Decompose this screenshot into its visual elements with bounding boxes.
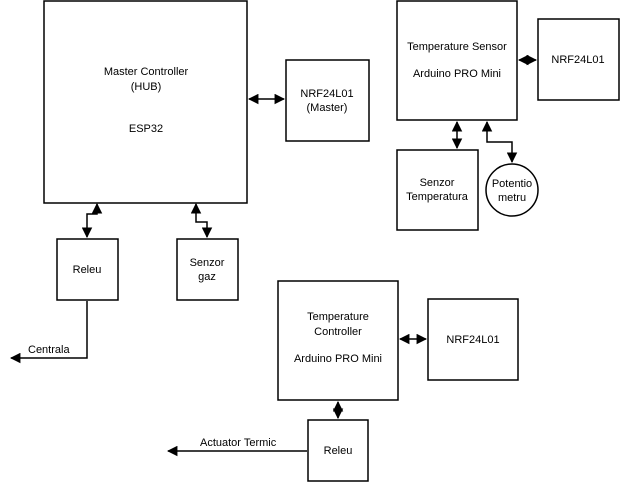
master-controller-block: Master Controller (HUB) ESP32	[43, 0, 248, 204]
master-releu-link	[81, 202, 103, 239]
senzor-temperatura-block: Senzor Temperatura	[396, 149, 479, 231]
temperature-sensor-chip: Arduino PRO Mini	[413, 68, 501, 80]
master-controller-hub: (HUB)	[131, 81, 162, 93]
nrf-master-label: NRF24L01	[300, 88, 353, 100]
nrf-master-block: NRF24L01 (Master)	[285, 59, 370, 142]
releu-bottom-block: Releu	[307, 419, 369, 482]
releu-bottom-label: Releu	[324, 445, 353, 457]
nrf-master-role: (Master)	[307, 102, 348, 114]
releu-left-label: Releu	[73, 264, 102, 276]
senzor-temperatura-line2: Temperatura	[406, 191, 469, 203]
nrf-sensor-block: NRF24L01	[537, 18, 620, 101]
releu-centrala-link	[9, 301, 88, 364]
temperature-controller-line2: Controller	[314, 326, 362, 338]
temperature-controller-block: Temperature Controller Arduino PRO Mini	[277, 280, 399, 401]
senzor-gaz-line1: Senzor	[190, 257, 225, 269]
temperature-controller-chip: Arduino PRO Mini	[294, 353, 382, 365]
potentiometru-block: Potentio metru	[485, 163, 539, 217]
sensor-potentiometru-link	[481, 120, 518, 164]
temperature-sensor-block: Temperature Sensor Arduino PRO Mini	[396, 0, 518, 121]
temperature-sensor-title: Temperature Sensor	[407, 41, 507, 53]
nrf-sensor-label: NRF24L01	[551, 54, 604, 66]
senzor-temperatura-line1: Senzor	[420, 177, 455, 189]
senzor-gaz-block: Senzor gaz	[176, 238, 239, 301]
nrf-controller-block: NRF24L01	[427, 298, 519, 381]
senzor-gaz-line2: gaz	[198, 271, 216, 283]
releu-left-block: Releu	[56, 238, 119, 301]
centrala-label: Centrala	[28, 344, 70, 356]
master-controller-title: Master Controller	[104, 66, 189, 78]
actuator-termic-label: Actuator Termic	[200, 437, 277, 449]
potentiometru-line2: metru	[498, 192, 526, 204]
nrf-controller-label: NRF24L01	[446, 334, 499, 346]
master-controller-chip: ESP32	[129, 123, 163, 135]
potentiometru-line1: Potentio	[492, 178, 532, 190]
temperature-controller-line1: Temperature	[307, 311, 369, 323]
master-gaz-link	[190, 202, 213, 239]
